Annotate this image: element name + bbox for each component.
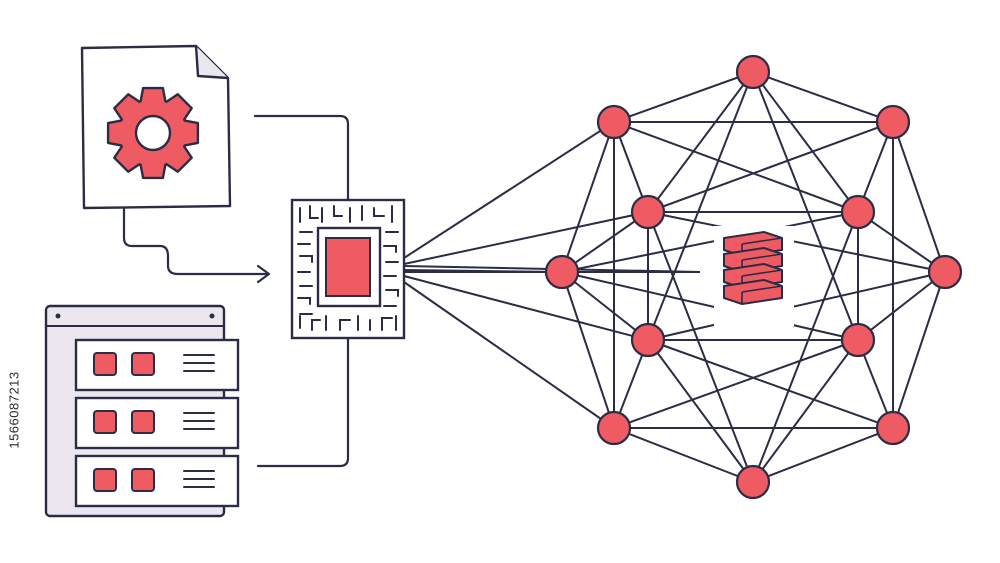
gear-document-icon [80, 44, 232, 210]
network-edge [892, 271, 946, 429]
network-edge [561, 211, 859, 273]
connector-lines [122, 114, 350, 468]
network-edge [752, 71, 894, 123]
network-edge [752, 211, 859, 483]
network-edge [561, 271, 615, 429]
bottom-bracket-line [256, 336, 350, 468]
network-edge [647, 71, 754, 341]
top-bracket-line [253, 114, 350, 202]
fan-line [403, 275, 649, 341]
network-edge [892, 121, 946, 273]
processor-chip-icon [290, 198, 406, 340]
network-edge [857, 271, 946, 341]
network-node [596, 104, 632, 140]
network-node [840, 194, 876, 230]
circuit-traces [297, 205, 399, 331]
network-node [596, 410, 632, 446]
network-edge [613, 121, 859, 213]
network-node [630, 194, 666, 230]
server-rack-icon [44, 304, 240, 518]
network-edge [561, 211, 649, 273]
server-unit [74, 396, 240, 450]
network-edge [647, 339, 894, 429]
network-edge [613, 71, 754, 123]
fan-line [403, 211, 649, 265]
node-network [403, 54, 963, 500]
network-edge [613, 427, 754, 483]
network-node [927, 254, 963, 290]
database-stack-icon [714, 226, 794, 326]
server-unit [74, 338, 240, 392]
network-node [735, 54, 771, 90]
network-edge [647, 71, 754, 213]
network-node [544, 254, 580, 290]
network-edge [647, 339, 754, 483]
gear-to-chip-line [122, 206, 270, 276]
stack-layer [723, 279, 783, 305]
network-edge [561, 271, 859, 341]
network-edge [752, 71, 859, 213]
network-edge [647, 271, 946, 341]
network-edge [857, 211, 946, 273]
network-node [840, 322, 876, 358]
arrow-head [256, 264, 271, 284]
network-edge [752, 339, 859, 483]
network-node [875, 104, 911, 140]
server-units [74, 338, 240, 508]
chip-core [325, 237, 371, 297]
network-edge [752, 427, 894, 483]
gear-icon [106, 86, 200, 180]
network-node [630, 322, 666, 358]
network-node [735, 464, 771, 500]
server-unit [74, 454, 240, 508]
network-edge [561, 121, 615, 273]
fan-line [403, 281, 615, 429]
network-nodes [544, 54, 963, 500]
network-edge [613, 339, 859, 429]
network-edge [561, 271, 649, 341]
network-edge [752, 71, 859, 341]
network-edge [647, 211, 754, 483]
fan-line [403, 121, 615, 259]
network-node [875, 410, 911, 446]
network-edge [647, 211, 946, 273]
network-edge [647, 121, 894, 213]
